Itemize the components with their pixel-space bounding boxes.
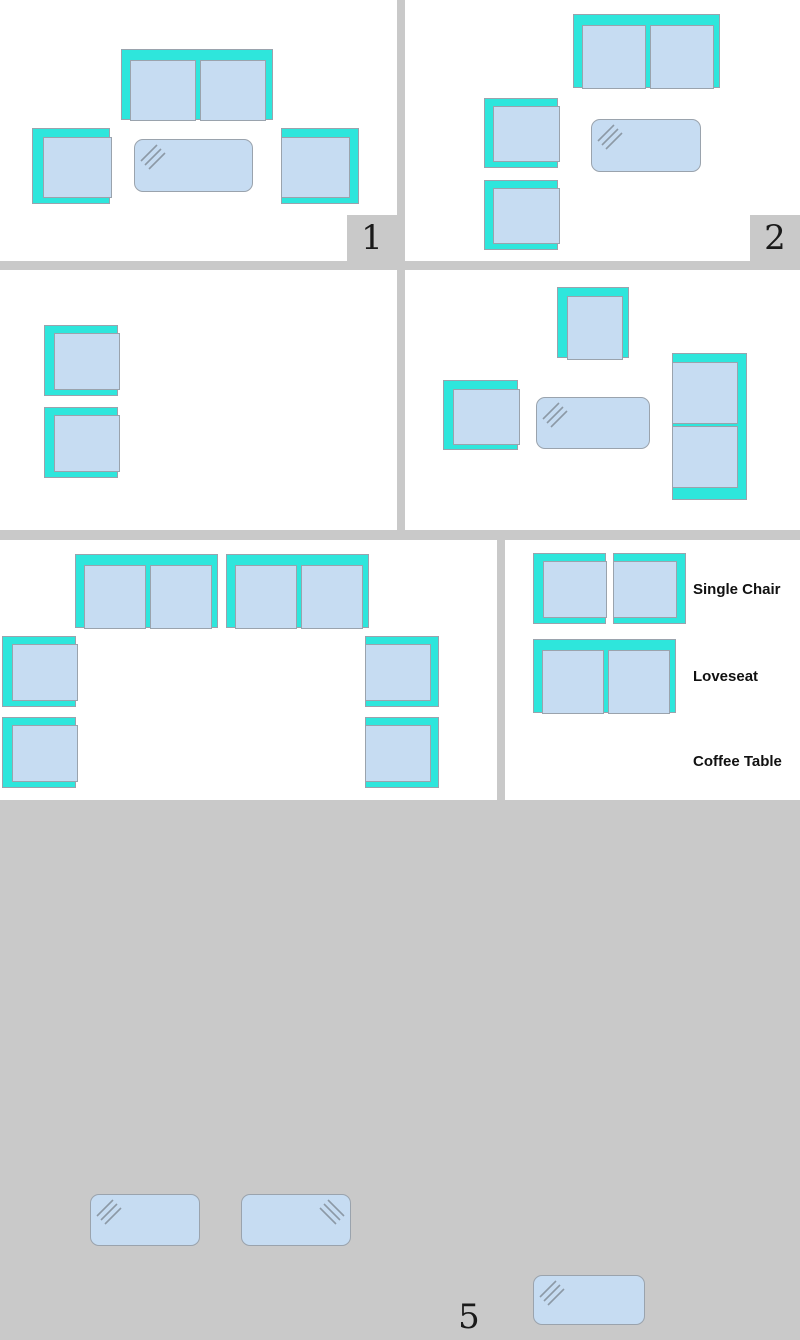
loveseat-cushion-bottom xyxy=(672,426,738,488)
single-chair[interactable] xyxy=(443,380,520,450)
glass-hatch-icon xyxy=(140,144,166,170)
legend-loveseat xyxy=(533,639,676,714)
chair-cushion xyxy=(54,415,120,472)
panel-number-badge: 5 xyxy=(441,1294,497,1340)
legend-label-loveseat: Loveseat xyxy=(693,668,759,685)
single-chair[interactable] xyxy=(281,128,359,204)
single-chair[interactable] xyxy=(484,98,560,168)
panel-2[interactable]: 2 xyxy=(405,0,800,261)
loveseat-cushion-right xyxy=(608,650,670,714)
chair-cushion xyxy=(43,137,112,198)
coffee-table[interactable] xyxy=(241,1194,351,1246)
single-chair[interactable] xyxy=(557,287,629,360)
loveseat-cushion-left xyxy=(582,25,646,89)
loveseat-cushion-right xyxy=(301,565,363,629)
loveseat-cushion-top xyxy=(672,362,738,424)
loveseat-cushion-left xyxy=(84,565,146,629)
chair-cushion xyxy=(493,188,560,244)
loveseat-cushion-left xyxy=(130,60,196,121)
legend-chair-left xyxy=(533,553,607,624)
glass-hatch-icon xyxy=(539,1280,565,1306)
chair-cushion xyxy=(12,725,78,782)
chair-cushion xyxy=(12,644,78,701)
chair-cushion xyxy=(365,644,431,701)
panel-4[interactable]: 4 xyxy=(405,270,800,800)
single-chair[interactable] xyxy=(44,325,120,396)
panel-number-badge: 2 xyxy=(750,215,800,261)
loveseat-cushion-left xyxy=(235,565,297,629)
coffee-table[interactable] xyxy=(90,1194,200,1246)
chair-cushion xyxy=(543,561,607,618)
panel-1[interactable]: 1 xyxy=(0,0,397,261)
legend-label-single-chair: Single Chair xyxy=(693,581,781,598)
glass-hatch-icon xyxy=(597,124,623,150)
glass-hatch-icon xyxy=(319,1199,345,1225)
chair-cushion xyxy=(613,561,677,618)
panel-number-badge: 1 xyxy=(347,215,397,261)
chair-cushion xyxy=(281,137,350,198)
coffee-table[interactable] xyxy=(536,397,650,449)
loveseat[interactable] xyxy=(573,14,720,89)
single-chair[interactable] xyxy=(2,636,78,707)
glass-hatch-icon xyxy=(96,1199,122,1225)
single-chair[interactable] xyxy=(484,180,560,250)
legend-panel: Single Chair Loveseat Coffee Table xyxy=(505,540,800,1325)
chair-cushion xyxy=(567,296,623,360)
legend-chair-right xyxy=(613,553,686,624)
loveseat-cushion-left xyxy=(542,650,604,714)
glass-hatch-icon xyxy=(542,402,568,428)
coffee-table[interactable] xyxy=(591,119,701,172)
loveseat[interactable] xyxy=(121,49,273,121)
single-chair[interactable] xyxy=(44,407,120,478)
panel-5[interactable]: 5 xyxy=(0,540,497,1340)
loveseat[interactable] xyxy=(226,554,369,629)
chair-cushion xyxy=(493,106,560,162)
loveseat-cushion-right xyxy=(150,565,212,629)
single-chair[interactable] xyxy=(365,717,439,788)
legend-coffee-table xyxy=(533,1275,645,1325)
chair-cushion xyxy=(54,333,120,390)
legend-label-coffee-table: Coffee Table xyxy=(693,753,782,770)
chair-cushion xyxy=(365,725,431,782)
coffee-table[interactable] xyxy=(134,139,253,192)
loveseat-cushion-right xyxy=(650,25,714,89)
loveseat[interactable] xyxy=(672,353,747,500)
chair-cushion xyxy=(453,389,520,445)
loveseat-cushion-right xyxy=(200,60,266,121)
loveseat[interactable] xyxy=(75,554,218,629)
single-chair[interactable] xyxy=(2,717,78,788)
single-chair[interactable] xyxy=(365,636,439,707)
panel-3[interactable]: 3 xyxy=(0,270,397,800)
single-chair[interactable] xyxy=(32,128,112,204)
